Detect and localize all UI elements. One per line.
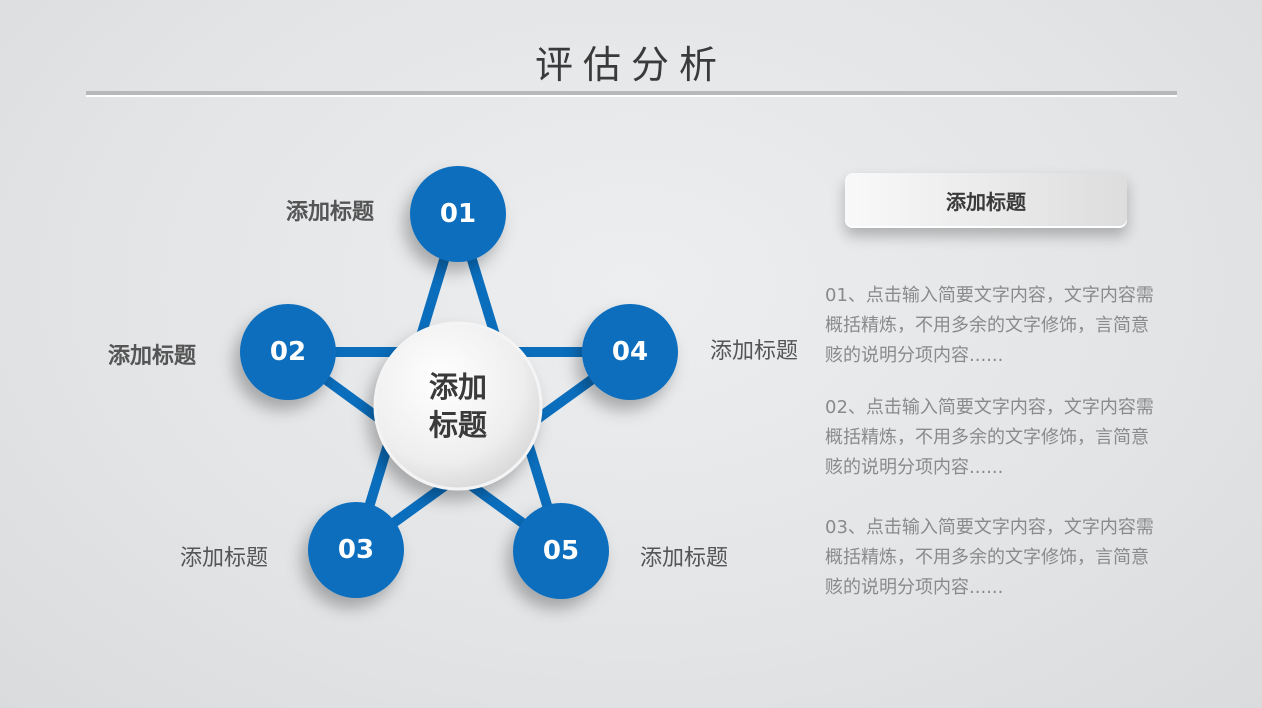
node-02[interactable]: 02: [269, 337, 307, 367]
node-circle-02: [240, 304, 336, 400]
page-title: 评估分析: [534, 43, 727, 87]
center-label[interactable]: 添加 标题: [398, 368, 518, 444]
node-03[interactable]: 03: [337, 535, 375, 565]
node-label-01: 添加标题: [286, 200, 375, 225]
center-label-line2: 标题: [428, 408, 487, 442]
node-circle-05: [513, 503, 609, 599]
node-label-05: 添加标题: [640, 546, 729, 571]
node-04[interactable]: 04: [611, 337, 649, 367]
center-label-line1: 添加: [428, 370, 487, 404]
node-circle-03: [308, 502, 404, 598]
desc-item-03: 03、点击输入简要文字内容，文字内容需概括精炼，不用多余的文字修饰，言简意赅的说…: [825, 517, 1154, 598]
desc-item-02: 02、点击输入简要文字内容，文字内容需概括精炼，不用多余的文字修饰，言简意赅的说…: [825, 397, 1154, 478]
node-05[interactable]: 05: [542, 536, 580, 566]
node-circle-04: [582, 304, 678, 400]
desc-item-01: 01、点击输入简要文字内容，文字内容需概括精炼，不用多余的文字修饰，言简意赅的说…: [825, 285, 1154, 366]
node-label-04: 添加标题: [710, 339, 799, 364]
node-circle-01: [410, 166, 506, 262]
center-circle: [373, 321, 543, 491]
node-01[interactable]: 01: [439, 199, 477, 229]
node-label-02: 添加标题: [108, 344, 197, 369]
side-heading-button[interactable]: 添加标题: [845, 173, 1127, 228]
node-label-03: 添加标题: [180, 546, 269, 571]
title-divider: [86, 91, 1177, 95]
